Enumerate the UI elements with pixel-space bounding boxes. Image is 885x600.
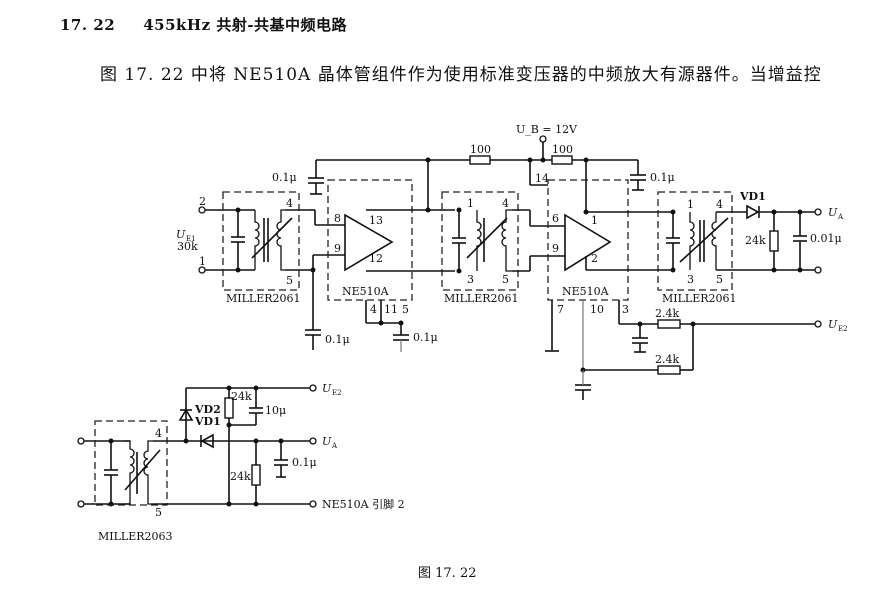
svg-text:2: 2 xyxy=(591,252,598,265)
svg-text:0.1μ: 0.1μ xyxy=(413,331,438,344)
svg-text:1: 1 xyxy=(591,214,598,227)
svg-text:1: 1 xyxy=(467,197,474,210)
svg-text:0.1μ: 0.1μ xyxy=(650,171,675,184)
body-paragraph: 图 17. 22 中将 NE510A 晶体管组件作为使用标准变压器的中频放大有源… xyxy=(100,65,822,85)
svg-text:9: 9 xyxy=(552,242,559,255)
svg-text:10: 10 xyxy=(590,303,604,316)
svg-text:3: 3 xyxy=(467,273,474,286)
svg-text:1: 1 xyxy=(687,198,694,211)
svg-text:14: 14 xyxy=(535,172,549,185)
ic-ne510a-1: 8 9 13 12 NE510A 4 11 5 0.1μ xyxy=(327,179,455,352)
svg-text:NE510A: NE510A xyxy=(342,285,390,298)
svg-text:9: 9 xyxy=(334,242,341,255)
svg-text:100: 100 xyxy=(552,143,573,156)
svg-text:U: U xyxy=(828,318,838,331)
svg-text:24k: 24k xyxy=(230,470,251,483)
svg-text:E1: E1 xyxy=(186,235,196,243)
svg-text:MILLER2061: MILLER2061 xyxy=(662,292,737,305)
svg-text:6: 6 xyxy=(552,212,559,225)
svg-text:MILLER2061: MILLER2061 xyxy=(226,292,301,305)
svg-text:5: 5 xyxy=(286,274,293,287)
svg-text:11: 11 xyxy=(384,303,398,316)
svg-text:4: 4 xyxy=(502,197,509,210)
resistor-2.4k-b: 2.4k xyxy=(655,353,681,375)
svg-text:5: 5 xyxy=(155,506,162,519)
ic1-input-wiring: 0.1μ xyxy=(305,209,350,350)
svg-text:2.4k: 2.4k xyxy=(655,307,679,320)
svg-text:30k: 30k xyxy=(177,240,198,253)
resistor-100-a: 100 xyxy=(469,143,491,165)
capacitor-0.1u-a: 0.1μ xyxy=(272,160,324,195)
svg-text:NE510A: NE510A xyxy=(562,285,610,298)
ue2-terminal xyxy=(814,320,822,328)
svg-text:12: 12 xyxy=(369,252,383,265)
svg-text:2: 2 xyxy=(199,195,206,208)
svg-text:VD2: VD2 xyxy=(194,403,221,416)
svg-text:2.4k: 2.4k xyxy=(655,353,679,366)
transformer-miller2061-1: 4 5 MILLER2061 xyxy=(222,191,310,305)
svg-text:VD1: VD1 xyxy=(194,415,221,428)
svg-text:24k: 24k xyxy=(231,390,252,403)
svg-text:4: 4 xyxy=(155,427,162,440)
svg-text:3: 3 xyxy=(622,303,629,316)
svg-text:5: 5 xyxy=(402,303,409,316)
svg-text:U: U xyxy=(176,228,186,241)
ic-ne510a-2: 14 6 9 1 2 NE510A 7 10 3 xyxy=(529,160,675,400)
figure-caption: 图 17. 22 xyxy=(418,566,477,581)
svg-text:U: U xyxy=(322,382,332,395)
svg-text:A: A xyxy=(837,213,844,221)
section-number: 17. 22 xyxy=(60,16,116,34)
svg-text:13: 13 xyxy=(369,214,383,227)
transformer-miller2061-2: 1 4 3 5 MILLER2061 xyxy=(441,191,565,305)
svg-text:1: 1 xyxy=(199,255,206,268)
svg-text:E2: E2 xyxy=(332,389,342,397)
svg-text:VD1: VD1 xyxy=(739,190,766,203)
resistor-2.4k-a: 2.4k xyxy=(655,307,681,329)
section-title: 455kHz 共射-共基中频电路 xyxy=(143,16,348,34)
section-heading: 17. 22 455kHz 共射-共基中频电路 xyxy=(60,14,347,35)
transformer-miller2061-3: 1 4 3 5 MILLER2061 xyxy=(657,191,737,305)
svg-text:0.01μ: 0.01μ xyxy=(810,232,842,245)
svg-text:A: A xyxy=(331,442,338,450)
svg-text:0.1μ: 0.1μ xyxy=(272,171,297,184)
svg-text:24k: 24k xyxy=(745,234,766,247)
svg-text:5: 5 xyxy=(716,273,723,286)
svg-text:U: U xyxy=(322,435,332,448)
svg-text:4: 4 xyxy=(286,197,293,210)
svg-text:0.1μ: 0.1μ xyxy=(325,333,350,346)
svg-text:4: 4 xyxy=(370,303,377,316)
svg-text:NE510A 引脚 2: NE510A 引脚 2 xyxy=(322,497,405,511)
svg-text:MILLER2063: MILLER2063 xyxy=(98,530,173,543)
svg-text:8: 8 xyxy=(334,212,341,225)
resistor-100-b: 100 xyxy=(551,143,573,165)
supply-rail: U_B = 12V xyxy=(316,123,639,175)
capacitor-0.1u-b: 0.1μ xyxy=(630,171,675,191)
svg-text:3: 3 xyxy=(687,273,694,286)
svg-text:10μ: 10μ xyxy=(265,404,286,417)
svg-text:E2: E2 xyxy=(838,325,848,333)
detector-output: VD1 24k 0.01μ U A xyxy=(716,190,844,274)
agc-subcircuit: 4 5 MILLER2063 VD2 VD1 24k 10μ 24k xyxy=(77,382,405,543)
input-terminals: 2 1 U E1 30k xyxy=(176,195,255,274)
svg-text:0.1μ: 0.1μ xyxy=(292,456,317,469)
supply-label: U_B = 12V xyxy=(516,123,578,136)
svg-text:U: U xyxy=(828,206,838,219)
svg-text:4: 4 xyxy=(716,198,723,211)
svg-text:MILLER2061: MILLER2061 xyxy=(444,292,519,305)
svg-text:5: 5 xyxy=(502,273,509,286)
svg-text:100: 100 xyxy=(470,143,491,156)
svg-text:7: 7 xyxy=(557,303,564,316)
